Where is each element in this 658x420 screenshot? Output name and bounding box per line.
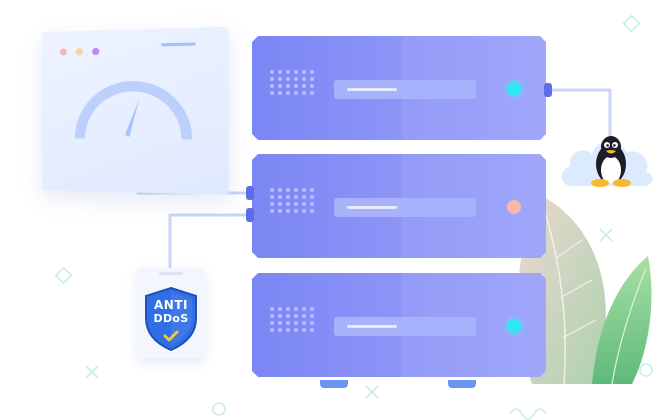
window-dot-red [59,48,67,56]
drive-slot [334,317,476,336]
server-foot [448,380,476,388]
dashboard-panel [42,26,229,196]
vent-grid [270,307,314,332]
server-port [246,208,254,222]
card-slot [159,272,183,275]
panel-header-bar [161,42,196,47]
window-dot-yellow [75,48,83,56]
anti-ddos-card: ANTI DDoS [137,268,205,358]
drive-slot [334,80,476,99]
status-led [507,82,521,96]
status-led [507,200,521,214]
server-unit-1 [252,36,546,140]
server-unit-3 [252,273,546,377]
vent-grid [270,188,314,213]
speedometer-icon [72,74,196,148]
server-port [246,186,254,200]
shield-title-line2: DDoS [153,312,189,325]
vent-grid [270,70,314,95]
shield-title-line1: ANTI [154,298,188,312]
leaf-icon [592,256,652,384]
server-port [544,83,552,97]
server-unit-2 [252,154,546,258]
checkmark-icon [163,330,179,342]
status-led [507,319,521,333]
server-foot [320,380,348,388]
drive-slot [334,198,476,217]
window-dot-purple [92,47,100,56]
linux-penguin-icon [591,136,631,187]
